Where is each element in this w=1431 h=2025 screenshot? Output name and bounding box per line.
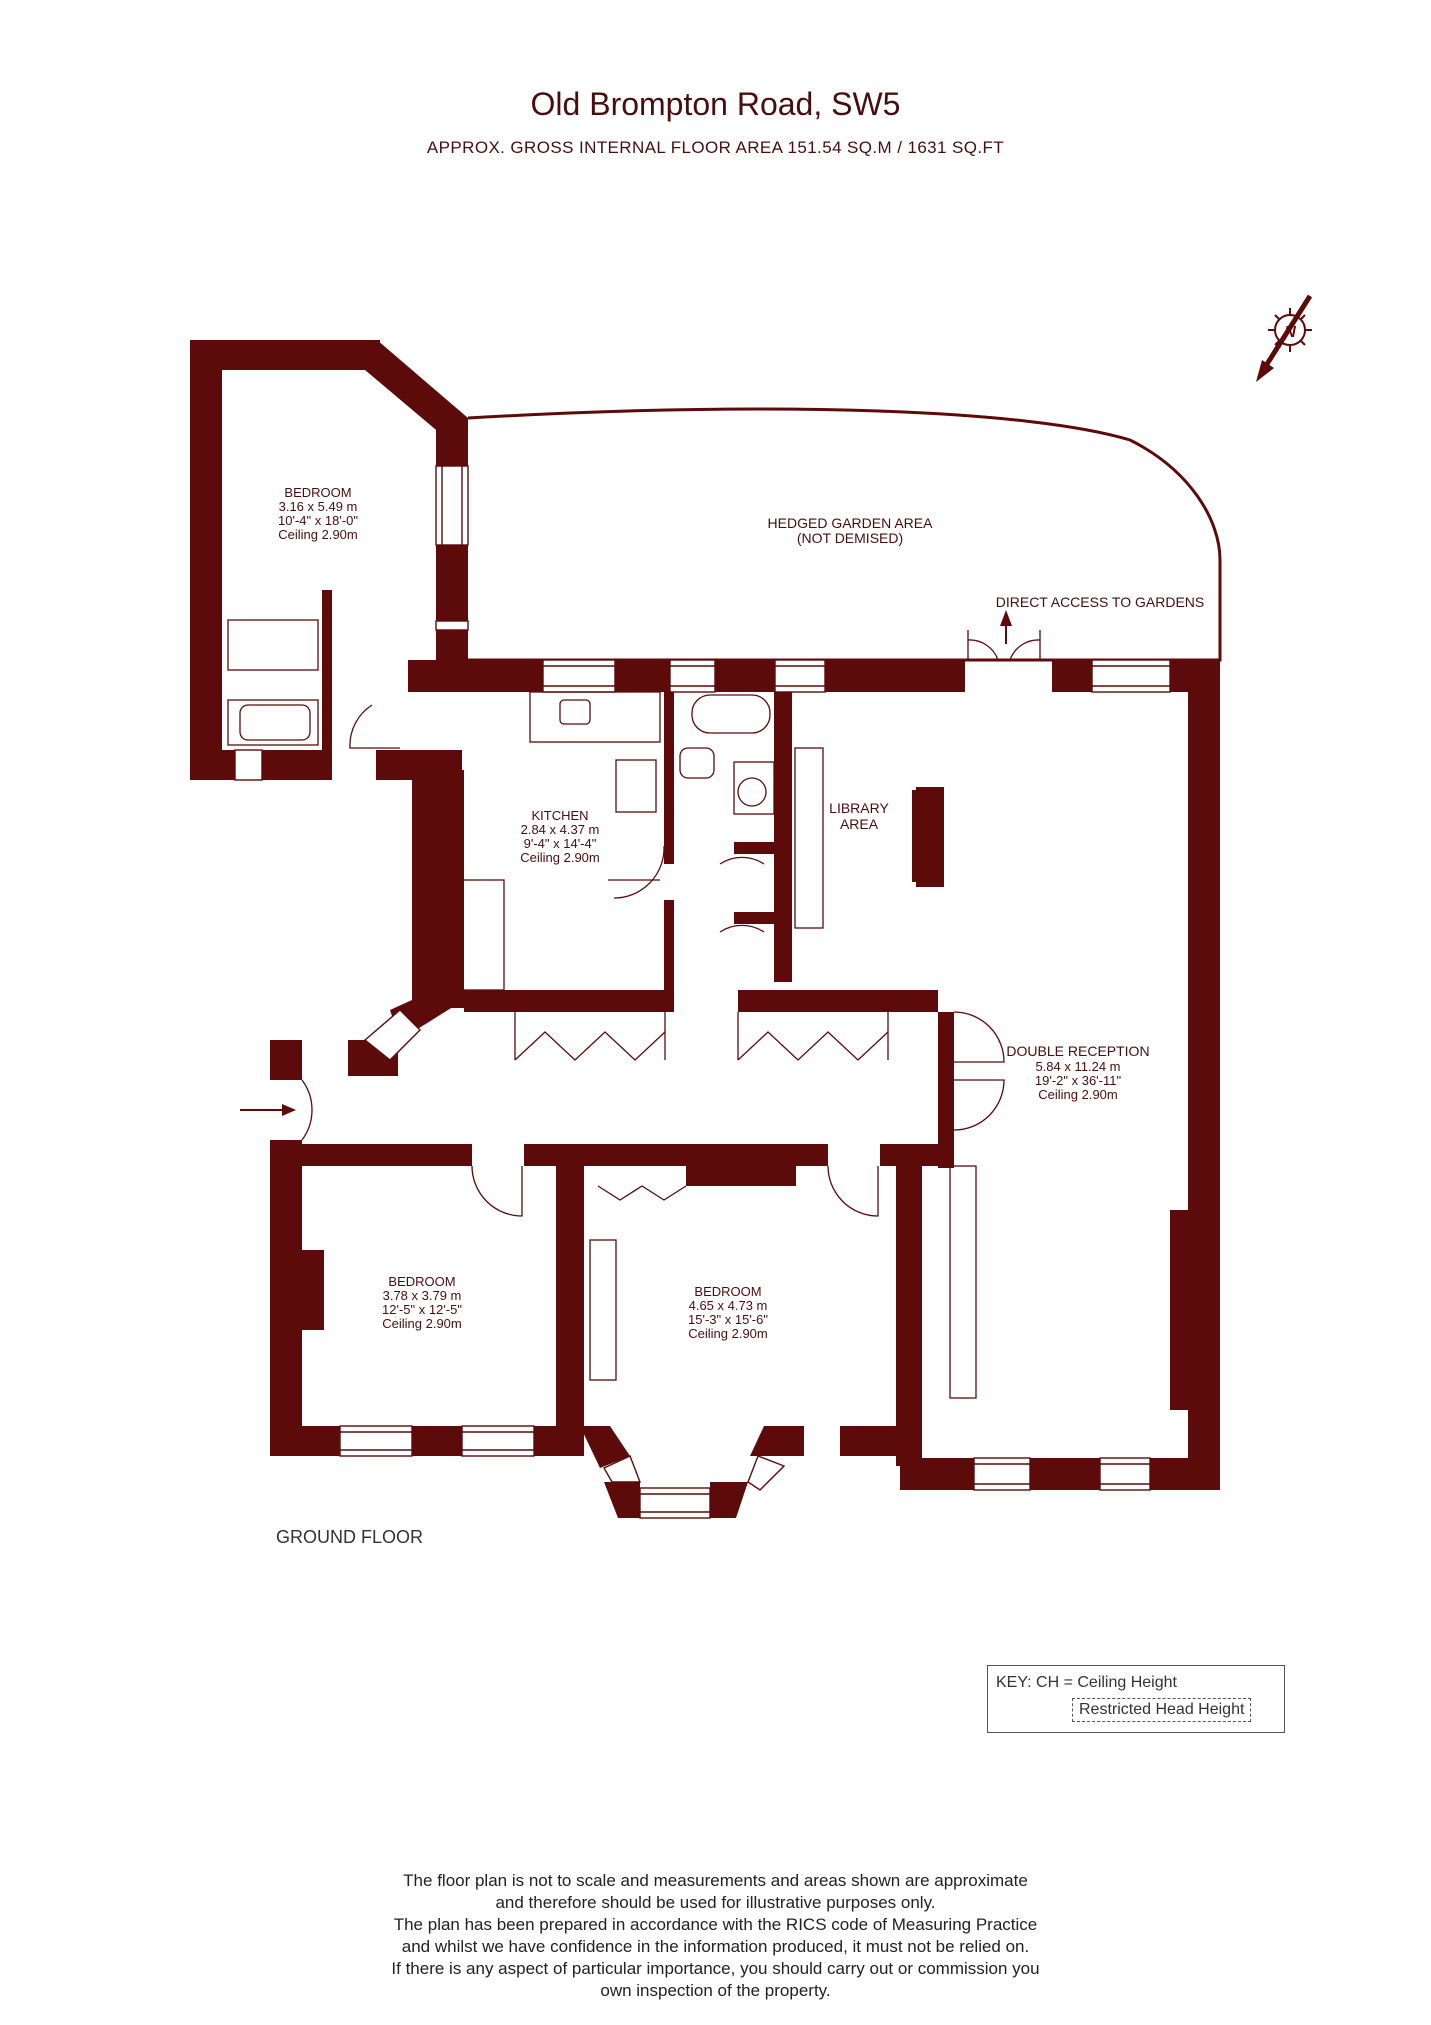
bedroom-mid-metric: 4.65 x 4.73 m bbox=[689, 1298, 768, 1313]
reception-ceiling: Ceiling 2.90m bbox=[1038, 1087, 1118, 1102]
compass-icon: N bbox=[1256, 294, 1313, 382]
disclaimer: The floor plan is not to scale and measu… bbox=[300, 1870, 1131, 2002]
disclaimer-line: own inspection of the property. bbox=[600, 1981, 831, 2000]
garden-name: HEDGED GARDEN AREA bbox=[768, 515, 934, 531]
reception-imperial: 19'-2" x 36'-11" bbox=[1035, 1073, 1122, 1088]
bedroom-left-metric: 3.78 x 3.79 m bbox=[383, 1288, 462, 1303]
compass-label: N bbox=[1284, 324, 1296, 341]
disclaimer-line: and therefore should be used for illustr… bbox=[495, 1893, 936, 1912]
library-name: LIBRARY bbox=[829, 800, 889, 816]
arrows bbox=[240, 610, 1012, 1116]
bedroom-top-metric: 3.16 x 5.49 m bbox=[279, 499, 358, 514]
bedroom-left-name: BEDROOM bbox=[388, 1274, 455, 1289]
garden-note: (NOT DEMISED) bbox=[797, 530, 903, 546]
bedroom-top-imperial: 10'-4" x 18'-0" bbox=[278, 513, 358, 528]
kitchen-name: KITCHEN bbox=[531, 808, 588, 823]
page-title: Old Brompton Road, SW5 bbox=[530, 86, 901, 122]
reception-name: DOUBLE RECEPTION bbox=[1006, 1043, 1149, 1059]
bedroom-top-ceiling: Ceiling 2.90m bbox=[278, 527, 358, 542]
reception-metric: 5.84 x 11.24 m bbox=[1035, 1059, 1120, 1074]
kitchen-imperial: 9'-4" x 14'-4" bbox=[524, 836, 597, 851]
disclaimer-line: and whilst we have confidence in the inf… bbox=[401, 1937, 1030, 1956]
key-line-2: Restricted Head Height bbox=[1072, 1698, 1252, 1722]
key-line-1: KEY: CH = Ceiling Height bbox=[996, 1674, 1177, 1691]
bedroom-left-ceiling: Ceiling 2.90m bbox=[382, 1316, 462, 1331]
bedroom-left-imperial: 12'-5" x 12'-5" bbox=[382, 1302, 462, 1317]
fixtures bbox=[227, 619, 1041, 1399]
walls bbox=[190, 340, 1220, 1518]
kitchen-metric: 2.84 x 4.37 m bbox=[521, 822, 600, 837]
disclaimer-line: If there is any aspect of particular imp… bbox=[391, 1959, 1040, 1978]
library-name-2: AREA bbox=[840, 816, 879, 832]
bedroom-mid-name: BEDROOM bbox=[694, 1284, 761, 1299]
bedroom-top-name: BEDROOM bbox=[284, 485, 351, 500]
garden-access: DIRECT ACCESS TO GARDENS bbox=[996, 594, 1205, 610]
kitchen-ceiling: Ceiling 2.90m bbox=[520, 850, 600, 865]
floor-area-subtitle: APPROX. GROSS INTERNAL FLOOR AREA 151.54… bbox=[426, 138, 1005, 157]
legend-key: KEY: CH = Ceiling Height Restricted Head… bbox=[987, 1665, 1285, 1733]
floor-label: GROUND FLOOR bbox=[276, 1527, 423, 1547]
windows bbox=[234, 465, 1171, 1519]
bedroom-mid-ceiling: Ceiling 2.90m bbox=[688, 1326, 768, 1341]
garden-outline bbox=[467, 407, 1222, 662]
disclaimer-line: The floor plan is not to scale and measu… bbox=[403, 1871, 1028, 1890]
bedroom-mid-imperial: 15'-3" x 15'-6" bbox=[688, 1312, 768, 1327]
disclaimer-line: The plan has been prepared in accordance… bbox=[393, 1915, 1038, 1934]
